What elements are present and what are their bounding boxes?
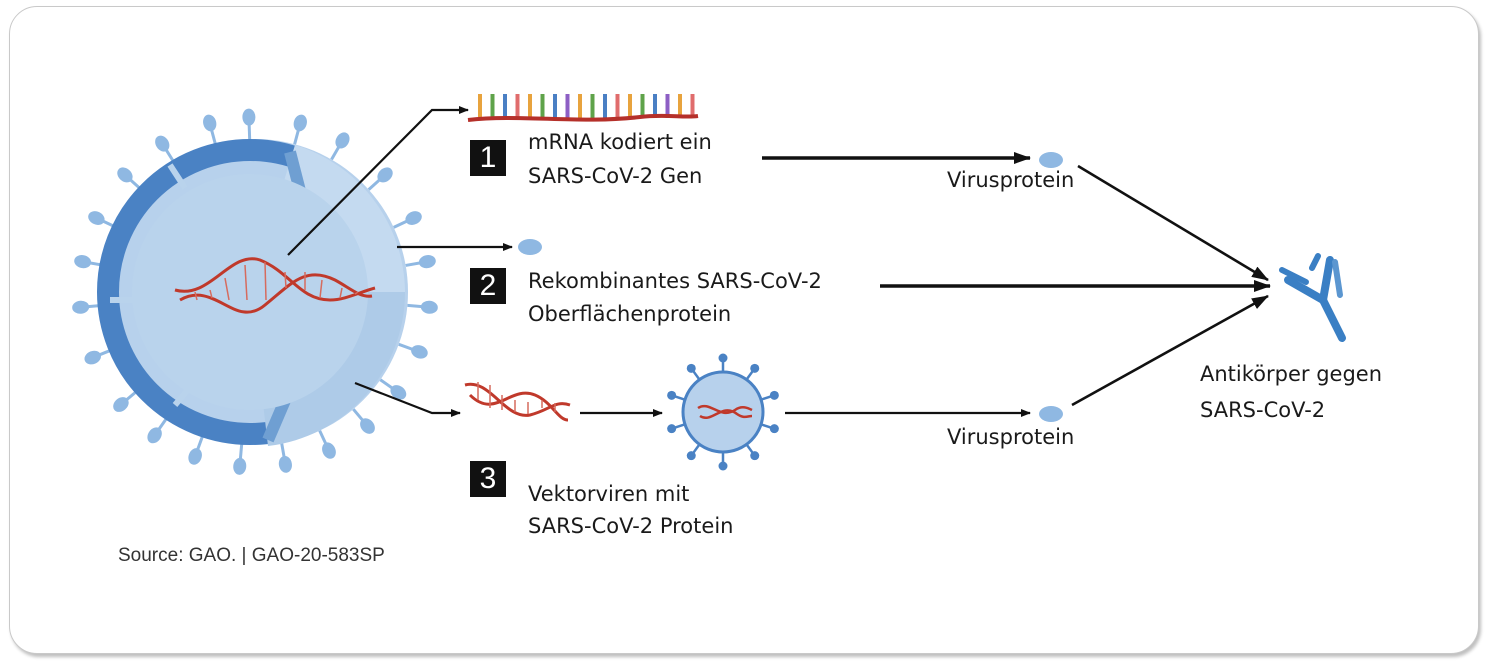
virus-spike-head — [411, 345, 428, 359]
virusprotein-label-3: Virusprotein — [947, 425, 1075, 449]
virus-spike-head — [420, 300, 438, 314]
mrna-base — [690, 94, 695, 118]
mrna-base — [540, 94, 545, 118]
virus-spike-head — [74, 255, 92, 269]
protein-icon — [1039, 406, 1063, 422]
protein-icon — [1039, 152, 1063, 168]
virusprotein-label-1: Virusprotein — [947, 168, 1075, 192]
vector-spike-head — [667, 390, 677, 400]
vector-virus-icon — [667, 353, 779, 471]
step-3-line-1: Vektorviren mit — [528, 482, 690, 506]
step-1-number: 1 — [470, 140, 506, 176]
virus-spike-head — [88, 211, 105, 225]
virus-spike-head — [147, 427, 162, 444]
mrna-base — [628, 94, 632, 118]
vector-spike-head — [750, 451, 760, 461]
arrow-to-mrna — [287, 106, 469, 256]
mrna-strand-icon — [467, 94, 699, 122]
step-2-number: 2 — [470, 268, 506, 304]
arrow-virusprotein3-to-antibody — [1071, 294, 1269, 407]
virus-spike-head — [117, 167, 133, 183]
vector-spike-head — [686, 363, 696, 373]
step-3-line-2: SARS-CoV-2 Protein — [528, 514, 734, 538]
mrna-base — [515, 94, 520, 118]
step-3-number: 3 — [470, 461, 506, 497]
virus-spike-head — [155, 135, 170, 152]
virus-spike-head — [188, 448, 202, 465]
virus-spike-head — [293, 114, 307, 132]
vector-spike-head — [750, 363, 760, 373]
virus-spike-head — [84, 350, 101, 365]
mrna-base — [590, 94, 595, 118]
virus-icon — [72, 108, 438, 475]
mrna-backbone — [467, 113, 699, 122]
arrow-virusprotein1-to-antibody — [1077, 164, 1269, 282]
antibody-icon — [1279, 253, 1346, 342]
vector-spike-head — [769, 424, 779, 434]
step-2-line-2: Oberflächenprotein — [528, 302, 732, 326]
arrows — [287, 106, 1271, 417]
mrna-base — [528, 94, 532, 118]
step-1-line-1: mRNA kodiert ein — [528, 130, 712, 154]
virus-spike-head — [405, 211, 422, 225]
virus-spike-head — [335, 132, 350, 149]
mrna-base — [603, 94, 607, 118]
mrna-base — [565, 94, 570, 118]
protein-icon — [518, 239, 542, 255]
virus-spike-head — [113, 397, 129, 412]
mrna-base — [615, 94, 620, 118]
vector-spike-head — [686, 451, 696, 461]
mrna-base — [665, 94, 670, 118]
mrna-base — [503, 94, 507, 118]
step-2-line-1: Rekombinantes SARS-CoV-2 — [528, 269, 822, 293]
mrna-base — [478, 94, 482, 118]
mrna-base — [653, 94, 657, 118]
arrow-to-dna — [354, 381, 461, 417]
dna-helix-icon — [464, 382, 571, 422]
virus-spike-head — [418, 255, 436, 269]
virus-spike-head — [72, 300, 90, 314]
virus-spike-head — [322, 442, 336, 459]
antibody-label-line-1: Antikörper gegen — [1200, 362, 1383, 386]
virus-spike-head — [242, 108, 256, 126]
virus-spike-head — [203, 114, 217, 132]
mrna-base — [553, 94, 557, 118]
mrna-base — [678, 94, 682, 118]
virus-spike-head — [233, 457, 247, 475]
virus-spike-head — [377, 167, 393, 183]
step-1-line-2: SARS-CoV-2 Gen — [528, 164, 703, 188]
mrna-base — [578, 94, 582, 118]
vector-spike-head — [718, 353, 728, 363]
mrna-base — [640, 94, 645, 118]
vector-spike-head — [769, 390, 779, 400]
virus-spike-head — [278, 455, 292, 473]
mrna-base — [490, 94, 495, 118]
vector-spike-head — [718, 461, 728, 471]
virus-spike-head — [360, 418, 375, 434]
virus-spike-head — [390, 385, 407, 400]
vector-spike-head — [667, 424, 677, 434]
source-note: Source: GAO. | GAO-20-583SP — [118, 545, 385, 566]
antibody-label-line-2: SARS-CoV-2 — [1200, 398, 1326, 422]
